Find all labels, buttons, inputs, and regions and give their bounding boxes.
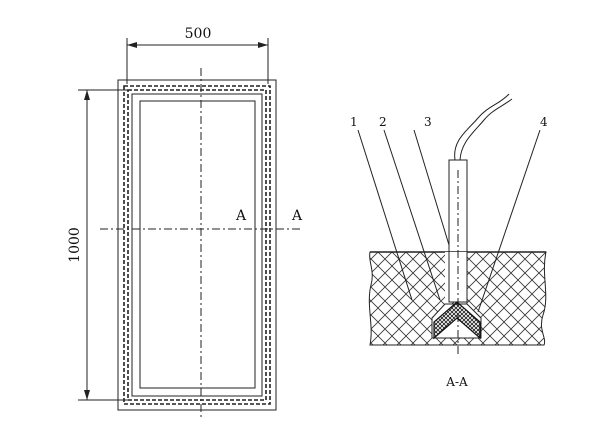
plate-outline — [117, 79, 277, 411]
callout-4: 4 — [540, 115, 548, 129]
inner-panel — [139, 100, 256, 389]
plan-view: 500 1000 A A — [67, 26, 303, 418]
section-title: A-A — [445, 375, 468, 389]
section-view: 1 2 3 4 A-A — [350, 93, 548, 389]
chevron-electrode — [433, 301, 481, 340]
callout-3: 3 — [424, 115, 432, 129]
height-dimension: 1000 — [67, 89, 128, 401]
height-dim-label: 1000 — [67, 227, 83, 263]
width-dim-label: 500 — [185, 26, 212, 42]
lead-wire-1 — [454, 93, 510, 161]
section-mark-left: A — [235, 208, 247, 224]
wire-loop-middle — [127, 89, 267, 401]
lead-wire-2 — [459, 98, 513, 161]
callout-2: 2 — [379, 115, 387, 129]
inner-frame — [131, 93, 263, 397]
section-mark-right: A — [291, 208, 303, 224]
wire-loop-outer — [123, 85, 271, 405]
width-dimension: 500 — [126, 26, 269, 84]
callout-1: 1 — [350, 115, 358, 129]
